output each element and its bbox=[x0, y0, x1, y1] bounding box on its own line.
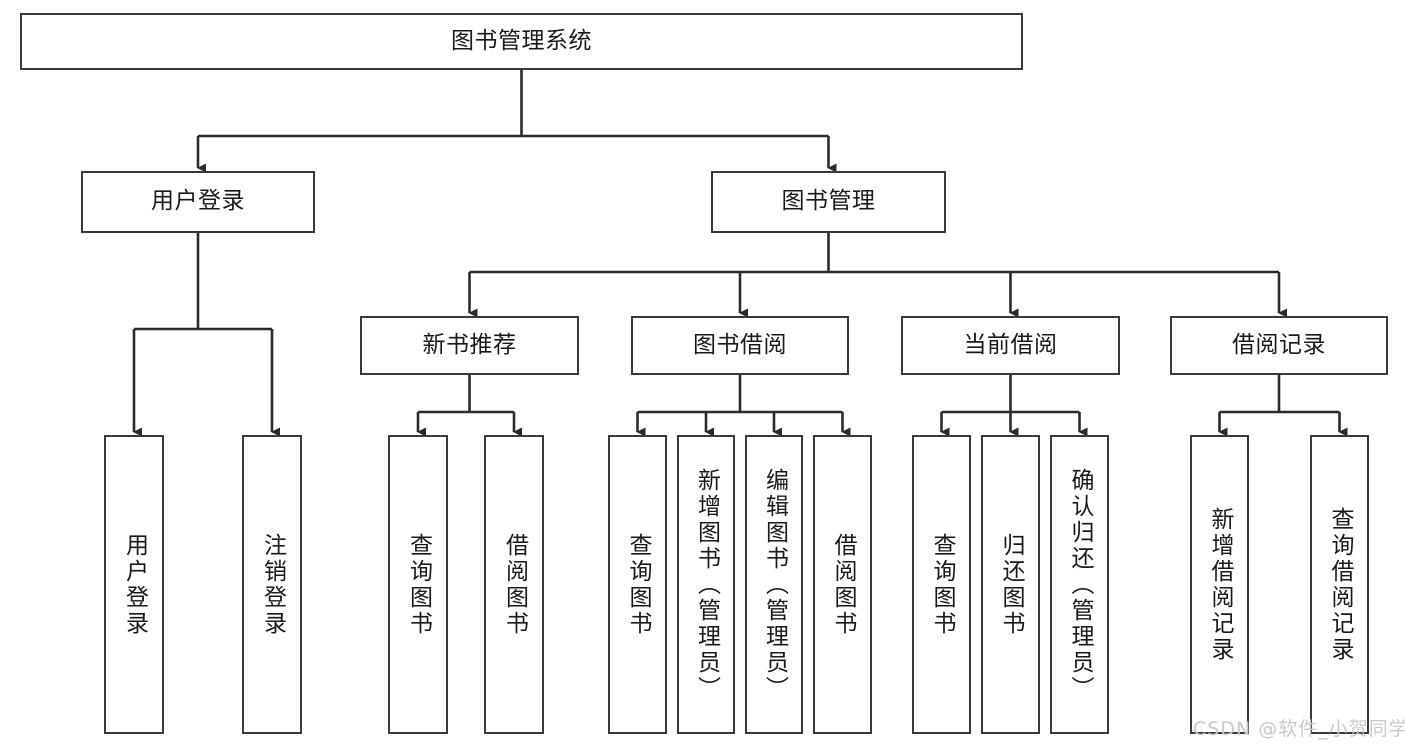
leaf-node-6[interactable]: 编辑图书（管理员） bbox=[745, 435, 803, 734]
leaf-node-3[interactable]: 借阅图书 bbox=[484, 435, 544, 734]
node-label: 归还图书 bbox=[998, 532, 1024, 637]
level3-node-1[interactable]: 图书借阅 bbox=[631, 316, 849, 375]
leaf-node-2[interactable]: 查询图书 bbox=[388, 435, 448, 734]
leaf-node-12[interactable]: 查询借阅记录 bbox=[1310, 435, 1369, 734]
node-label: 图书管理系统 bbox=[451, 27, 592, 54]
root-node-book-management-system[interactable]: 图书管理系统 bbox=[20, 13, 1023, 70]
node-label: 新增图书（管理员） bbox=[693, 467, 720, 702]
node-label: 新增借阅记录 bbox=[1207, 506, 1233, 663]
leaf-node-9[interactable]: 归还图书 bbox=[981, 435, 1040, 734]
leaf-node-4[interactable]: 查询图书 bbox=[608, 435, 667, 734]
csdn-watermark: CSDN @软件_小贺同学 bbox=[1193, 718, 1405, 740]
leaf-node-7[interactable]: 借阅图书 bbox=[813, 435, 872, 734]
level3-node-3[interactable]: 借阅记录 bbox=[1170, 316, 1388, 375]
node-label: 当前借阅 bbox=[963, 331, 1058, 358]
node-label: 编辑图书（管理员） bbox=[761, 467, 788, 702]
level2-node-0[interactable]: 用户登录 bbox=[81, 171, 315, 233]
node-label: 新书推荐 bbox=[422, 331, 517, 358]
node-label: 注销登录 bbox=[259, 532, 286, 637]
leaf-node-5[interactable]: 新增图书（管理员） bbox=[677, 435, 735, 734]
node-label: 用户登录 bbox=[151, 188, 245, 215]
leaf-node-0[interactable]: 用户登录 bbox=[104, 435, 164, 734]
node-label: 图书借阅 bbox=[693, 331, 787, 358]
node-label: 借阅图书 bbox=[501, 532, 528, 637]
node-label: 确认归还（管理员） bbox=[1067, 467, 1093, 702]
node-label: 借阅记录 bbox=[1232, 331, 1326, 358]
node-label: 图书管理 bbox=[781, 188, 876, 215]
node-label: 查询图书 bbox=[405, 532, 432, 637]
node-label: 查询图书 bbox=[625, 532, 651, 637]
leaf-node-10[interactable]: 确认归还（管理员） bbox=[1050, 435, 1109, 734]
leaf-node-11[interactable]: 新增借阅记录 bbox=[1190, 435, 1249, 734]
node-label: 查询借阅记录 bbox=[1327, 506, 1353, 663]
level3-node-2[interactable]: 当前借阅 bbox=[901, 316, 1120, 375]
level2-node-1[interactable]: 图书管理 bbox=[711, 171, 946, 233]
node-label: 用户登录 bbox=[121, 532, 148, 637]
node-label: 借阅图书 bbox=[830, 532, 856, 637]
node-label: 查询图书 bbox=[929, 532, 955, 637]
leaf-node-1[interactable]: 注销登录 bbox=[242, 435, 302, 734]
level3-node-0[interactable]: 新书推荐 bbox=[360, 316, 579, 375]
leaf-node-8[interactable]: 查询图书 bbox=[912, 435, 971, 734]
